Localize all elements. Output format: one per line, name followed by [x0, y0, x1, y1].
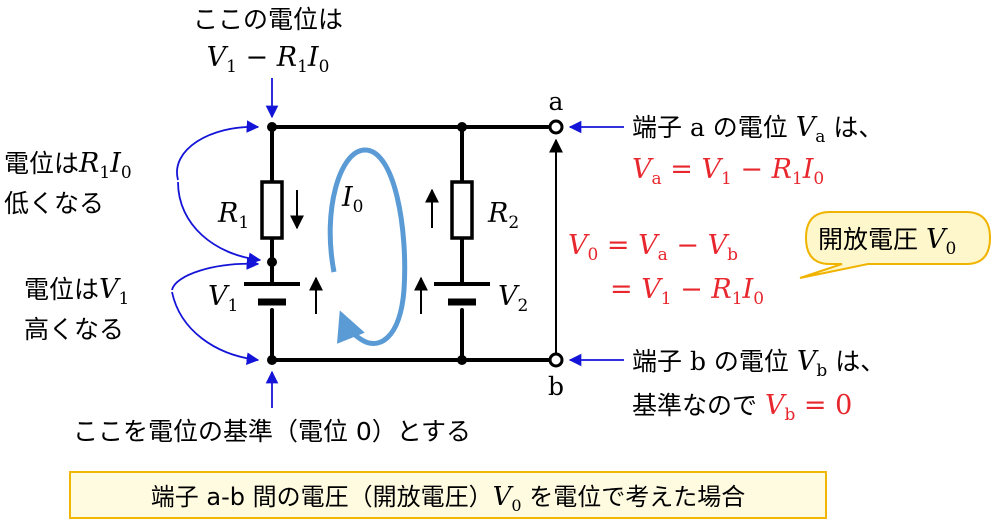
caption-text: 端子 a-b 間の電圧（開放電圧）V0 を電位で考えた場合	[151, 482, 745, 515]
label-v1: V1	[208, 281, 238, 316]
terminal-a	[548, 119, 564, 135]
battery-v1	[244, 282, 300, 306]
terminal-b-line2: 基準なので Vb = 0	[632, 390, 852, 425]
open-voltage-bubble	[799, 211, 992, 279]
terminal-b-line1: 端子 b の電位 Vb は、	[632, 346, 885, 381]
direction-arrows	[290, 188, 439, 314]
bubble-text: 開放電圧 V0	[818, 224, 956, 259]
terminal-a-line1: 端子 a の電位 Va は、	[632, 112, 883, 147]
v0-equation-line2: = V1 − R1I0	[610, 274, 764, 309]
label-r1: R1	[217, 198, 249, 233]
left-note2-line1: 電位はV1	[24, 274, 129, 309]
top-note-line2: V1 − R1I0	[207, 42, 330, 77]
left-note1-line1: 電位はR1I0	[4, 148, 132, 183]
label-v2: V2	[498, 281, 528, 316]
annotation-arrows	[171, 78, 624, 408]
resistor-r1	[260, 180, 284, 240]
label-b: b	[548, 372, 564, 401]
bottom-note: ここを電位の基準（電位 0）とする	[73, 417, 471, 446]
resistor-r2	[450, 180, 474, 240]
current-loop-arrow	[327, 147, 408, 346]
left-note2-line2: 高くなる	[24, 315, 124, 344]
junction-dots	[267, 122, 467, 365]
label-r2: R2	[487, 198, 519, 233]
left-note1-line2: 低くなる	[4, 189, 104, 218]
label-a: a	[549, 87, 564, 116]
circuit-wires	[270, 125, 550, 362]
battery-v2	[434, 282, 490, 306]
v0-equation-line1: V0 = Va − Vb	[568, 230, 738, 265]
caption-box	[69, 471, 827, 519]
top-note-line1: ここの電位は	[193, 5, 343, 34]
label-i0: I0	[341, 182, 364, 217]
terminal-b	[548, 352, 564, 368]
terminal-a-line2: Va = V1 − R1I0	[632, 154, 824, 189]
